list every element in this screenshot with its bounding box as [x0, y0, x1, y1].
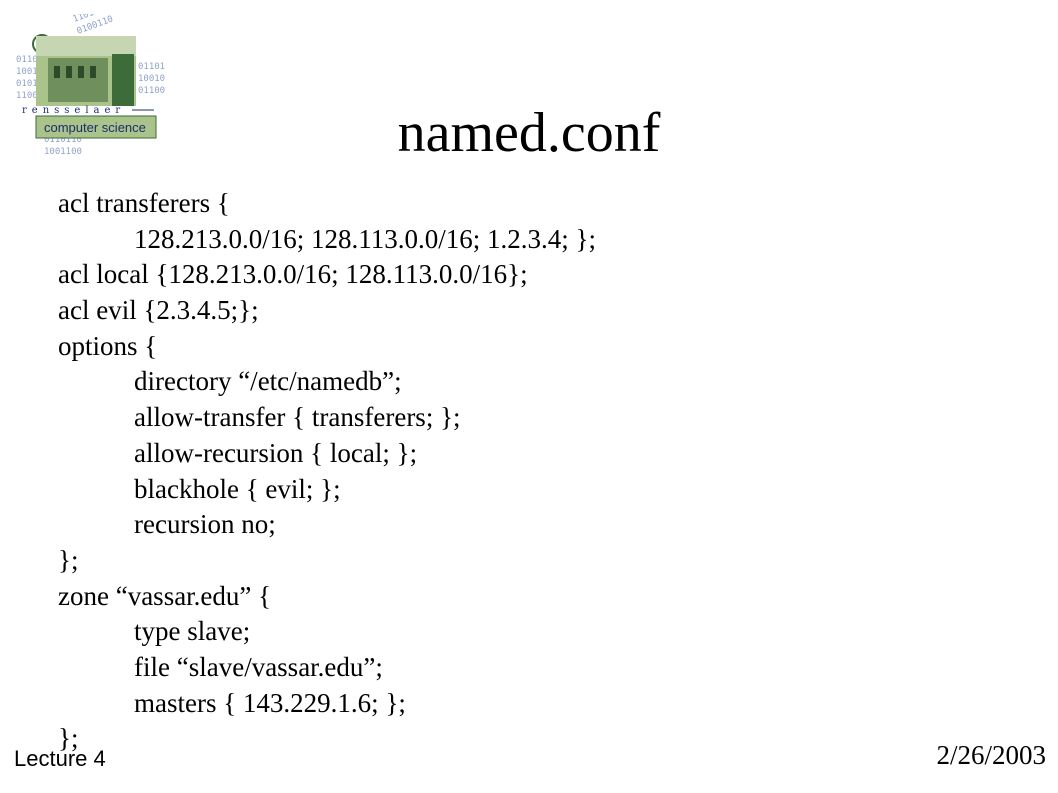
svg-text:01101: 01101: [138, 62, 165, 72]
lecture-date: 2/26/2003: [936, 740, 1046, 770]
config-line: blackhole { evil; };: [134, 473, 341, 504]
svg-text:0110110: 0110110: [44, 135, 82, 145]
config-line: file “slave/vassar.edu”;: [134, 651, 383, 682]
config-line: acl evil {2.3.4.5;};: [58, 295, 259, 326]
config-line: acl local {128.213.0.0/16; 128.113.0.0/1…: [58, 259, 528, 290]
logo-graphic: 1101011010 0100110 0110 1001 0101 1100 0…: [16, 0, 165, 157]
config-line: };: [58, 723, 79, 754]
logo-wordmark: rensselaer: [22, 105, 125, 116]
logo-subtitle: computer science: [44, 120, 146, 135]
svg-text:0110: 0110: [16, 55, 38, 65]
svg-text:1001: 1001: [16, 67, 38, 77]
config-line: };: [58, 544, 79, 575]
config-line: type slave;: [134, 616, 251, 647]
config-line: zone “vassar.edu” {: [58, 580, 272, 611]
svg-text:01100: 01100: [138, 86, 165, 96]
config-line: recursion no;: [134, 509, 276, 540]
config-line: directory “/etc/namedb”;: [134, 366, 402, 397]
svg-text:1001100: 1001100: [44, 147, 82, 157]
lecture-label: Lecture 4: [14, 746, 106, 771]
config-line: 128.213.0.0/16; 128.113.0.0/16; 1.2.3.4;…: [134, 223, 596, 254]
svg-text:10010: 10010: [138, 74, 165, 84]
config-line: acl transferers {: [58, 188, 230, 218]
config-line: allow-recursion { local; };: [134, 437, 418, 468]
svg-text:0101: 0101: [16, 79, 38, 89]
rensselaer-cs-logo: 1101011010 0100110 0110 1001 0101 1100 0…: [14, 0, 174, 162]
config-line: options {: [58, 330, 158, 361]
config-listing: acl transferers { 128.213.0.0/16; 128.113…: [58, 186, 596, 757]
slide-title: named.conf: [397, 102, 661, 164]
config-line: masters { 143.229.1.6; };: [134, 687, 406, 718]
svg-text:1100: 1100: [16, 91, 38, 101]
config-line: allow-transfer { transferers; };: [134, 402, 461, 433]
